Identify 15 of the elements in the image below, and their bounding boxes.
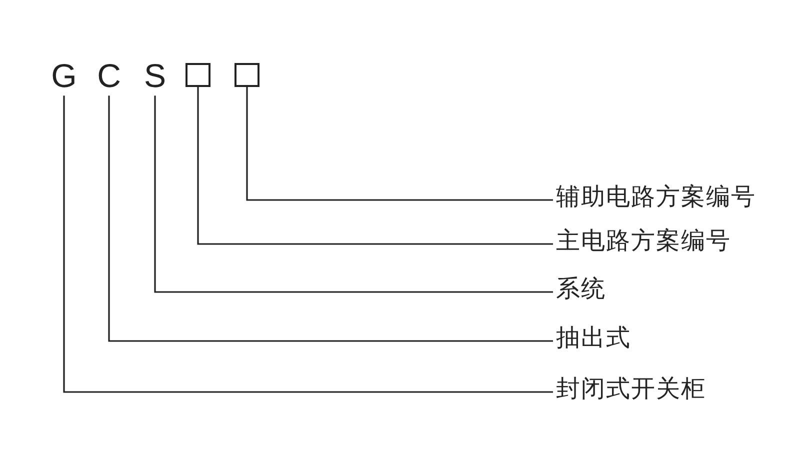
- code-meaning-label: 抽出式: [556, 324, 631, 352]
- leader-line: [108, 96, 553, 342]
- placeholder-square: [234, 63, 260, 87]
- leader-line: [154, 96, 553, 293]
- code-meaning-label: 主电路方案编号: [556, 226, 731, 256]
- code-meaning-label: 封闭式开关柜: [556, 374, 706, 404]
- code-meaning-label: 辅助电路方案编号: [556, 182, 756, 212]
- leader-line: [246, 87, 553, 201]
- code-meaning-label: 系统: [556, 274, 606, 304]
- placeholder-square: [186, 63, 210, 87]
- model-code-letter: G: [51, 56, 77, 96]
- leader-line: [63, 96, 553, 393]
- leader-line: [197, 87, 553, 245]
- model-code-letter: C: [97, 56, 121, 96]
- model-code-letter: S: [144, 56, 166, 96]
